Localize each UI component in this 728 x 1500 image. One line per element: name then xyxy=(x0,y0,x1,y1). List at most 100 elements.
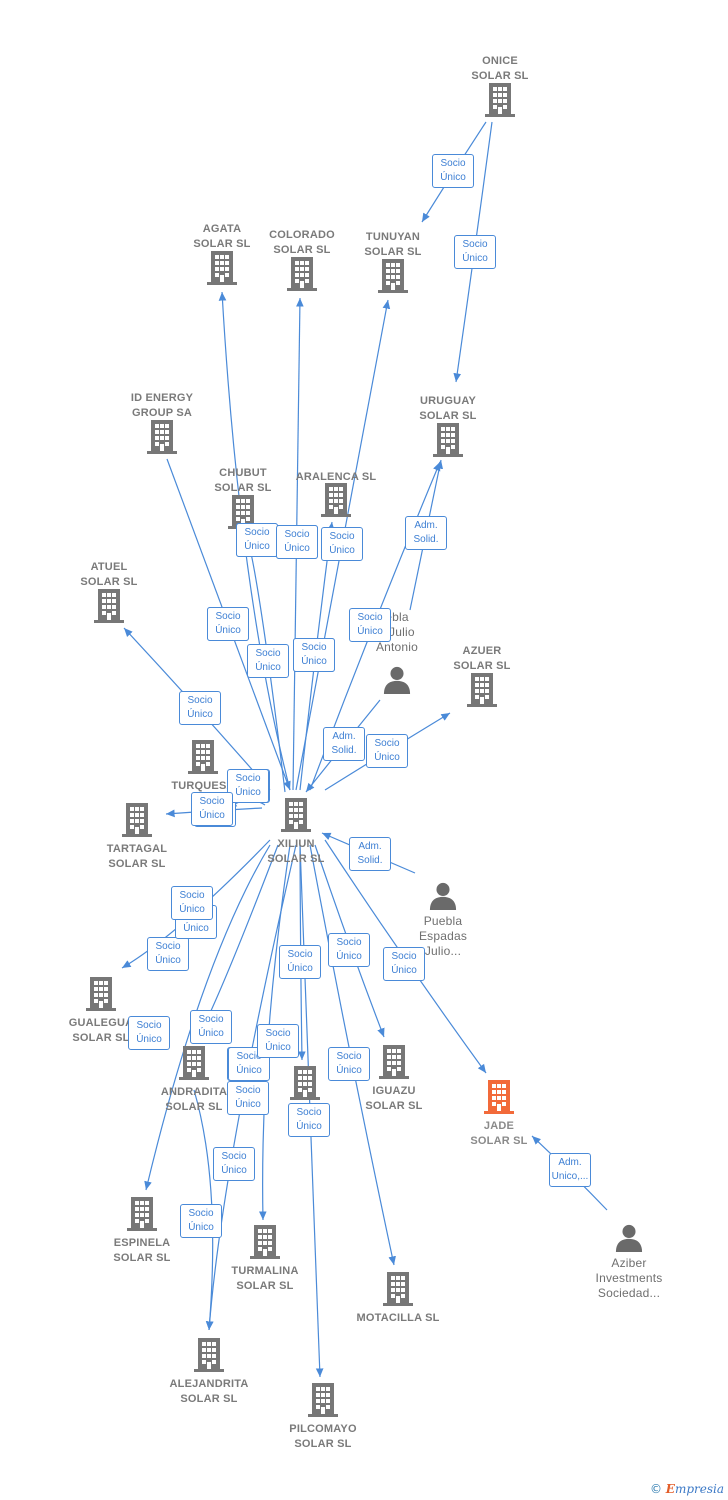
person-icon-aziber[interactable] xyxy=(615,1224,643,1252)
building-icon-turquesa[interactable] xyxy=(188,740,218,774)
building-icon-espinela[interactable] xyxy=(127,1197,157,1231)
building-icon-xiliun[interactable] xyxy=(281,798,311,832)
edge-label-line: Socio xyxy=(179,890,205,901)
building-icon-pilcomayo[interactable] xyxy=(308,1383,338,1417)
building-icon-iguazu[interactable] xyxy=(379,1045,409,1079)
edge-label-puebla_espadas-xiliun[interactable]: Adm.Solid. xyxy=(349,837,391,871)
edge-xiliun-espinela xyxy=(144,844,271,1191)
building-icon-motacilla[interactable] xyxy=(383,1272,413,1306)
building-icon-gualeguay[interactable] xyxy=(86,977,116,1011)
edge-label-line: Socio xyxy=(188,1208,214,1219)
building-icon-so[interactable] xyxy=(290,1066,320,1100)
edge-label-aziber-jade[interactable]: Adm.Unico,... xyxy=(549,1153,591,1187)
edge-label-puebla_julio-xiliun[interactable]: Adm.Solid. xyxy=(323,727,365,761)
building-icon-andradita[interactable] xyxy=(179,1046,209,1080)
node-label-line: TURQUESA xyxy=(171,780,235,792)
building-icon-onice[interactable] xyxy=(485,83,515,117)
building-icon-atuel[interactable] xyxy=(94,589,124,623)
node-label-line: SOLAR SL xyxy=(365,1100,423,1112)
edge-label-puebla_julio-uruguay[interactable]: Adm.Solid. xyxy=(405,516,447,550)
building-icon-jade[interactable] xyxy=(484,1080,514,1114)
node-label-aralenca[interactable]: ARALENCA SL xyxy=(276,470,396,485)
person-icon-puebla_espadas[interactable] xyxy=(429,882,457,910)
edge-label-line: Único xyxy=(374,752,400,763)
building-icon-idenergy[interactable] xyxy=(147,420,177,454)
node-label-motacilla[interactable]: MOTACILLA SL xyxy=(338,1311,458,1326)
node-label-line: ebla xyxy=(385,610,409,624)
edge-label-line: Socio xyxy=(198,1014,224,1025)
building-icon-azuer[interactable] xyxy=(467,673,497,707)
building-icon-tunuyan[interactable] xyxy=(378,259,408,293)
person-icon-puebla_julio[interactable] xyxy=(383,666,411,694)
node-label-line: SOLAR SL xyxy=(180,1393,238,1405)
building-icon-uruguay[interactable] xyxy=(433,423,463,457)
building-icon-aralenca[interactable] xyxy=(321,483,351,517)
building-icon-alejandrita[interactable] xyxy=(194,1338,224,1372)
building-icon-agata[interactable] xyxy=(207,251,237,285)
edge-label-line: Socio xyxy=(336,937,362,948)
building-icon-colorado[interactable] xyxy=(287,257,317,291)
node-label-line: ONICE xyxy=(482,55,518,67)
node-label-atuel[interactable]: ATUEL SOLAR SL xyxy=(49,560,169,590)
node-label-line: SOLAR SL xyxy=(419,410,477,422)
edge-label-line: Socio xyxy=(187,695,213,706)
edge-label-line: Socio xyxy=(235,773,261,784)
node-label-line: SOLAR SL xyxy=(273,244,331,256)
brand-name: mpresia xyxy=(674,1482,724,1496)
edge-label-line: Socio xyxy=(265,1028,291,1039)
node-label-line: ATUEL xyxy=(90,561,128,573)
edge-label-line: Único xyxy=(284,543,310,554)
edge-label-line: Único xyxy=(198,1028,224,1039)
node-label-line: SOLAR SL xyxy=(80,576,138,588)
building-icon-turmalina[interactable] xyxy=(250,1225,280,1259)
brand-initial: E xyxy=(665,1482,675,1496)
copyright[interactable]: © Empresia xyxy=(650,1482,724,1496)
